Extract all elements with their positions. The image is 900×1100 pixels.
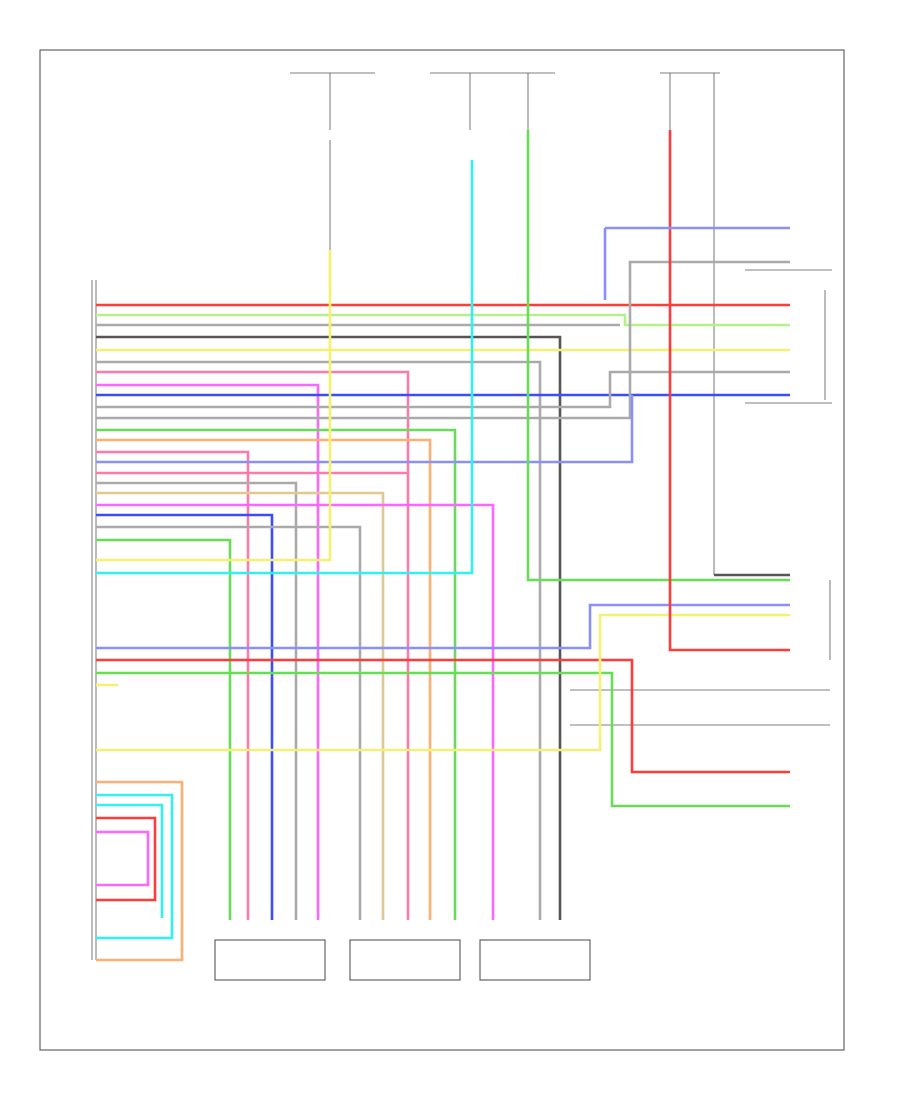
left-connector-block bbox=[91, 280, 97, 960]
vertical-feeds bbox=[526, 130, 790, 652]
right-components bbox=[570, 269, 832, 726]
diagram-frame bbox=[39, 49, 845, 1051]
bottom-motor-blocks bbox=[214, 939, 591, 981]
bus-wires bbox=[96, 160, 790, 920]
lower-left-loops bbox=[96, 780, 184, 962]
